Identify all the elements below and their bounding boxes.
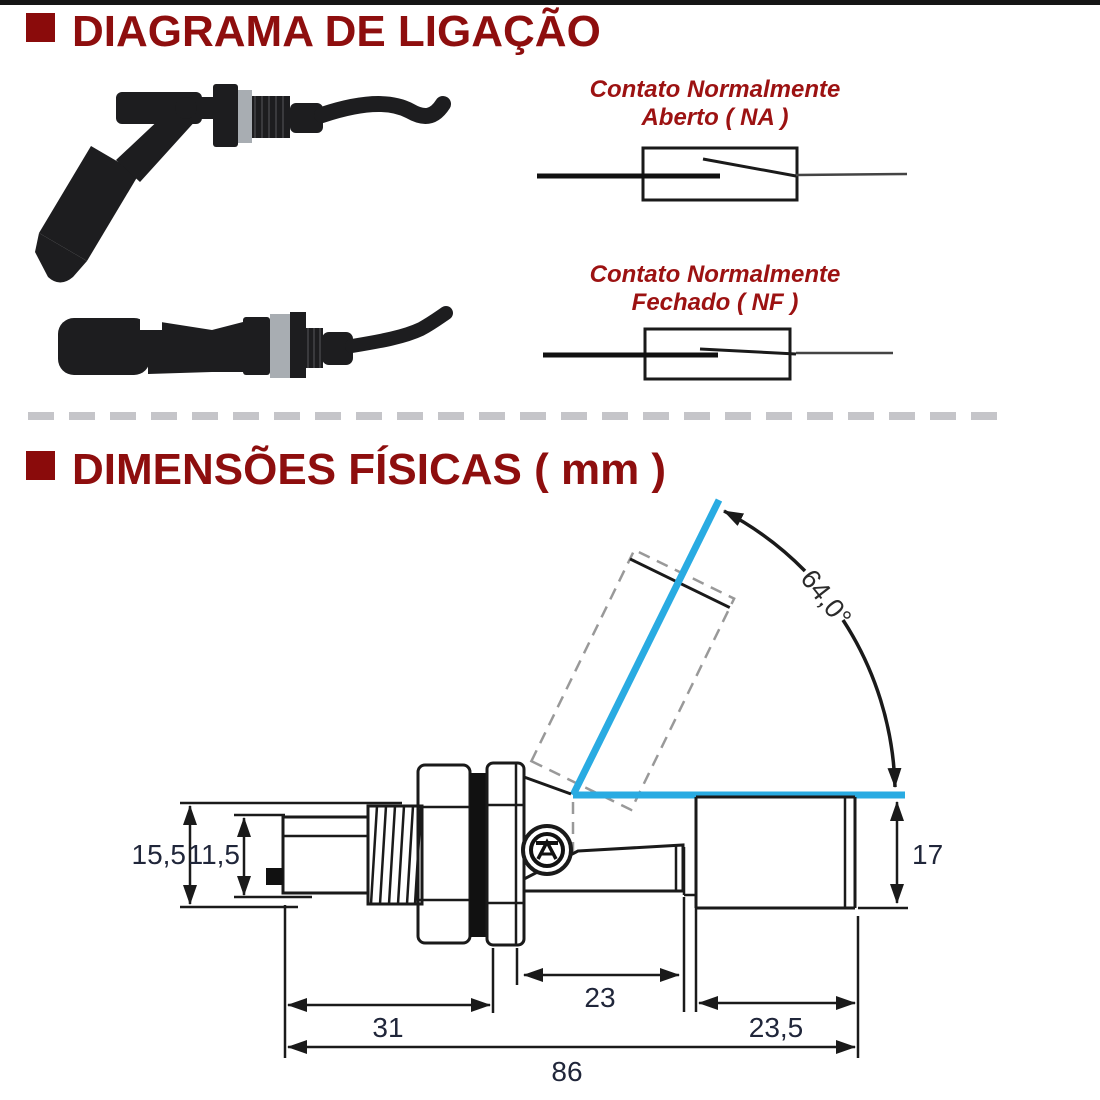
float-switch-photo-horizontal bbox=[58, 306, 453, 378]
angle-arc: 64,0° bbox=[723, 509, 902, 788]
contact-na-label-line2: Aberto ( NA ) bbox=[640, 104, 788, 131]
contact-nf-label-line2: Fechado ( NF ) bbox=[632, 289, 799, 316]
float-body bbox=[694, 795, 857, 910]
dim-23-5-label: 23,5 bbox=[749, 1012, 804, 1043]
contact-na-label-line1: Contato Normalmente bbox=[590, 76, 841, 103]
section-bullet-icon bbox=[26, 13, 55, 42]
float-raised-line bbox=[569, 498, 723, 797]
dim-86-label: 86 bbox=[551, 1056, 582, 1087]
float-bracket bbox=[682, 847, 698, 897]
float-position-lines bbox=[569, 498, 905, 799]
dimensions-section-title: DIMENSÕES FÍSICAS ( mm ) bbox=[72, 444, 666, 494]
gasket-washer bbox=[470, 773, 487, 937]
dimension-annotations: 15,5 11,5 17 23 31 23,5 bbox=[132, 801, 943, 1087]
page-top-bar bbox=[0, 0, 1100, 5]
threaded-stem bbox=[366, 804, 424, 906]
wiring-section-title: DIAGRAMA DE LIGAÇÃO bbox=[72, 6, 601, 56]
housing-top-edge bbox=[523, 775, 572, 796]
dim-17-label: 17 bbox=[912, 839, 943, 870]
section-bullet-icon bbox=[26, 451, 55, 480]
contact-na-right-wire bbox=[795, 172, 908, 177]
contact-nf-label-line1: Contato Normalmente bbox=[590, 261, 841, 288]
switch-body-drawing bbox=[266, 761, 857, 947]
contact-na-diagram: Contato Normalmente Aberto ( NA ) bbox=[537, 76, 908, 202]
dim-23-label: 23 bbox=[584, 982, 615, 1013]
dimensions-section: DIMENSÕES FÍSICAS ( mm ) 64,0° bbox=[26, 444, 943, 1087]
flange-nut bbox=[485, 761, 526, 947]
cable-connector-tab bbox=[266, 868, 283, 885]
pivot-logo-icon bbox=[521, 824, 573, 876]
dim-11-5-label: 11,5 bbox=[188, 839, 240, 870]
hex-nut bbox=[416, 763, 472, 945]
angle-value-label: 64,0° bbox=[795, 564, 858, 632]
float-arm bbox=[522, 843, 685, 893]
dim-15-5-label: 15,5 bbox=[132, 839, 187, 870]
float-switch-photo-angled bbox=[35, 84, 451, 283]
dim-31-label: 31 bbox=[372, 1012, 403, 1043]
contact-na-blade bbox=[702, 157, 797, 178]
cable-end bbox=[281, 815, 370, 895]
contact-nf-diagram: Contato Normalmente Fechado ( NF ) bbox=[543, 261, 893, 381]
wiring-section: DIAGRAMA DE LIGAÇÃO bbox=[26, 6, 908, 381]
contact-nf-blade bbox=[699, 347, 797, 356]
